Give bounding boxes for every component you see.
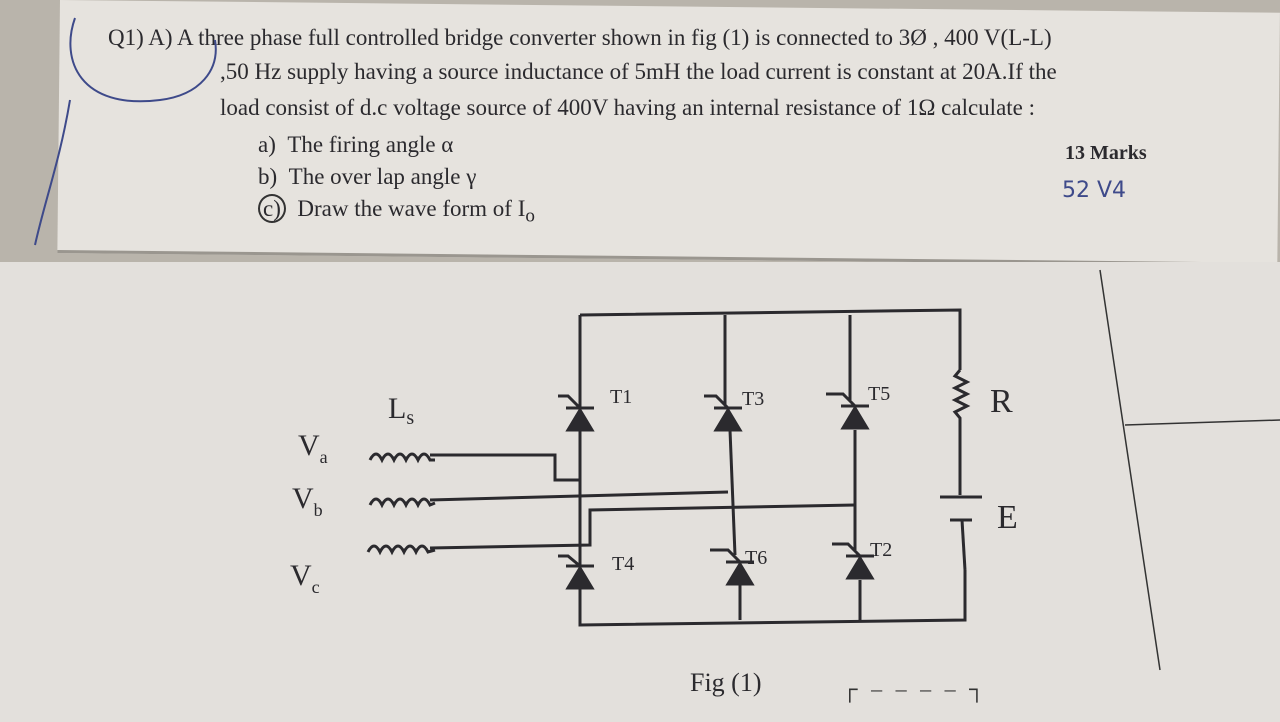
handwritten-note: 52 V4: [1062, 178, 1127, 203]
label-t2: T2: [870, 539, 892, 561]
part-b-text: The over lap angle γ: [288, 164, 477, 189]
thyristor-t2: [832, 542, 875, 580]
figure-caption: Fig (1): [690, 668, 762, 697]
label-t1: T1: [610, 386, 632, 408]
label-t3: T3: [742, 388, 764, 410]
part-c-label: c): [258, 194, 286, 223]
question-text-1: A three phase full controlled bridge con…: [177, 25, 1052, 50]
question-line-2: ,50 Hz supply having a source inductance…: [220, 59, 1057, 84]
figure-paper: [0, 262, 1280, 722]
question-label: Q1) A): [108, 25, 173, 50]
thyristor-t6: [710, 548, 755, 586]
part-c-subscript: o: [525, 205, 535, 227]
marks-label: 13 Marks: [1065, 142, 1147, 164]
question-line-3: load consist of d.c voltage source of 40…: [220, 95, 1036, 120]
part-c-text: Draw the wave form of I: [297, 196, 526, 221]
part-a-text: The firing angle α: [287, 132, 454, 157]
dashed-box-corner: ┌ ‒ ‒ ‒ ‒ ┐: [842, 676, 989, 701]
label-r: R: [990, 383, 1013, 420]
label-vb: Vb: [292, 482, 323, 520]
thyristor-t4: [558, 554, 595, 590]
thyristor-t5: [826, 392, 870, 430]
part-c: c) Draw the wave form of Io: [258, 194, 535, 228]
label-t6: T6: [745, 547, 767, 569]
part-b: b) The over lap angle γ: [258, 164, 476, 190]
thyristor-t1: [558, 394, 595, 432]
label-ls: Ls: [388, 392, 414, 429]
label-t5: T5: [868, 383, 890, 405]
part-a-label: a): [258, 132, 276, 157]
question-line-1: Q1) A) A three phase full controlled bri…: [108, 22, 1052, 54]
part-b-label: b): [258, 164, 278, 189]
part-a: a) The firing angle α: [258, 132, 453, 158]
label-e: E: [997, 499, 1018, 536]
label-vc: Vc: [290, 559, 320, 597]
label-va: Va: [298, 429, 328, 467]
label-t4: T4: [612, 553, 634, 575]
thyristor-t3: [704, 394, 743, 432]
